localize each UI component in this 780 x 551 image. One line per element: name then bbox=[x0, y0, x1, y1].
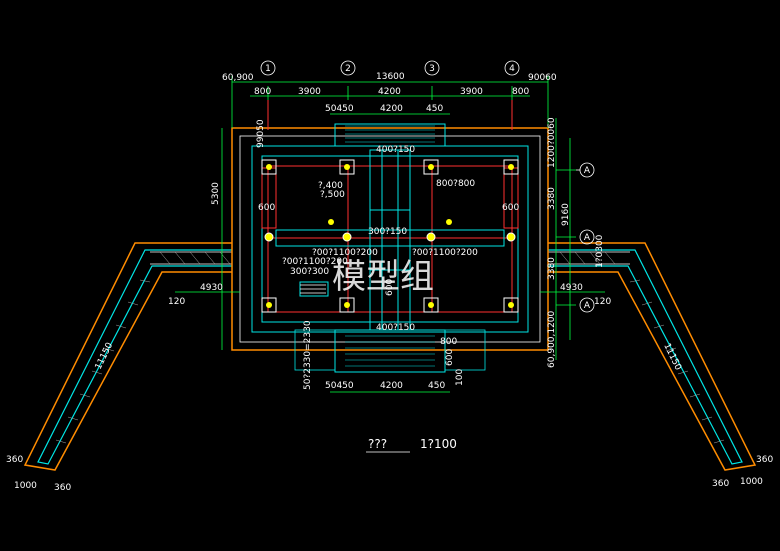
dim-r8: 600 bbox=[502, 203, 519, 213]
column bbox=[328, 219, 334, 225]
dim-seg4: 3900 bbox=[460, 87, 483, 97]
left-wing-hatch bbox=[55, 251, 231, 444]
dim-r5: 1?0300 bbox=[595, 234, 605, 268]
column bbox=[423, 297, 439, 313]
dim-r1: 1200?0060 bbox=[547, 117, 557, 168]
dim-r2: 3380 bbox=[547, 187, 557, 210]
dim-5300: 5300 bbox=[211, 182, 221, 205]
drawing-title: ??? bbox=[368, 437, 387, 451]
dim-stair-top-b: 4200 bbox=[380, 104, 403, 114]
label-beam-mid2: ?00?1100?200 bbox=[312, 248, 378, 258]
dim-b6: 600 bbox=[445, 349, 455, 366]
label-beam-left: ?00?1100?200 bbox=[282, 257, 348, 267]
dim-b5: 800 bbox=[440, 337, 457, 347]
label-angle-right: 120 bbox=[594, 297, 611, 307]
column bbox=[446, 219, 452, 225]
axis-label-a2: A bbox=[584, 233, 591, 243]
dim-99050: 99050 bbox=[256, 119, 266, 148]
column bbox=[264, 232, 274, 242]
small-stair bbox=[300, 284, 326, 294]
dim-r3: 9160 bbox=[561, 203, 571, 226]
column bbox=[261, 159, 277, 175]
top-stair bbox=[334, 123, 446, 147]
dim-stair-top-a: 50450 bbox=[325, 104, 354, 114]
dim-seg3: 4200 bbox=[378, 87, 401, 97]
dim-4930-left: 4930 bbox=[200, 283, 223, 293]
label-beam-left2: 300?300 bbox=[290, 267, 329, 277]
side-walls bbox=[261, 167, 519, 229]
right-wing-hatch bbox=[559, 251, 725, 444]
column bbox=[503, 159, 519, 175]
label-beam-top: 400?150 bbox=[376, 145, 415, 155]
dimension-lines bbox=[175, 76, 605, 393]
axis-bubbles-right: A A A bbox=[576, 162, 595, 313]
label-angle-left: 120 bbox=[168, 297, 185, 307]
column bbox=[342, 232, 352, 242]
label-foot-right-c: 360 bbox=[756, 455, 773, 465]
dim-r4: 3380 bbox=[547, 257, 557, 280]
axis-label-a3: A bbox=[584, 301, 591, 311]
column bbox=[339, 297, 355, 313]
dim-b1: 50450 bbox=[325, 381, 354, 391]
bottom-stair bbox=[294, 329, 486, 373]
left-wing-wall bbox=[23, 242, 232, 471]
axis-label-1: 1 bbox=[265, 64, 271, 74]
column bbox=[339, 159, 355, 175]
dim-r7: 4930 bbox=[560, 283, 583, 293]
label-foot-left-c: 360 bbox=[54, 483, 71, 493]
axis-bubble bbox=[340, 60, 356, 76]
dim-b3: 450 bbox=[428, 381, 445, 391]
label-slab: ?,400 bbox=[318, 181, 343, 191]
dim-seg5: 800 bbox=[512, 87, 529, 97]
axis-label-2: 2 bbox=[345, 64, 351, 74]
dim-600-left: 600 bbox=[258, 203, 275, 213]
column bbox=[426, 232, 436, 242]
axis-bubble bbox=[504, 60, 520, 76]
dim-left-edge: 60,900 bbox=[222, 73, 254, 83]
label-beam-mid1: 300?150 bbox=[368, 227, 407, 237]
label-beam-mid3: ?00?1100?200 bbox=[412, 248, 478, 258]
column bbox=[506, 232, 516, 242]
axis-label-4: 4 bbox=[509, 64, 515, 74]
axis-bubbles-top: 1 2 3 4 bbox=[260, 60, 520, 76]
columns bbox=[261, 159, 519, 313]
dim-total: 13600 bbox=[376, 72, 405, 82]
dim-right-edge: 90060 bbox=[528, 73, 557, 83]
label-foot-right-b: 1000 bbox=[740, 477, 763, 487]
label-foot-left-a: 360 bbox=[6, 455, 23, 465]
label-foot-left-b: 1000 bbox=[14, 481, 37, 491]
outer-wall bbox=[231, 127, 549, 351]
dim-b4: 100 bbox=[455, 369, 465, 386]
dim-b2: 4200 bbox=[380, 381, 403, 391]
label-center-600: 600 bbox=[385, 279, 395, 296]
label-foot-right-a: 360 bbox=[712, 479, 729, 489]
axis-label-a1: A bbox=[584, 166, 591, 176]
label-beam-bottom: 400?150 bbox=[376, 323, 415, 333]
column bbox=[503, 297, 519, 313]
right-wing-wall bbox=[548, 242, 757, 471]
watermark-text: 模型组 bbox=[332, 257, 434, 297]
label-col-large: 800?800 bbox=[436, 179, 475, 189]
axis-bubble bbox=[260, 60, 276, 76]
axis-label-3: 3 bbox=[429, 64, 435, 74]
column bbox=[261, 297, 277, 313]
dim-seg2: 3900 bbox=[298, 87, 321, 97]
central-corridor bbox=[369, 149, 411, 331]
drawing-scale: 1?100 bbox=[420, 437, 457, 451]
dim-stair-top-c: 450 bbox=[426, 104, 443, 114]
label-slab2: ?,500 bbox=[320, 190, 345, 200]
dim-seg1: 800 bbox=[254, 87, 271, 97]
dim-2330: 50?2330=2330 bbox=[303, 320, 313, 390]
dim-r6: 60,900,1200 bbox=[547, 310, 557, 368]
column bbox=[423, 159, 439, 175]
axis-bubble bbox=[424, 60, 440, 76]
